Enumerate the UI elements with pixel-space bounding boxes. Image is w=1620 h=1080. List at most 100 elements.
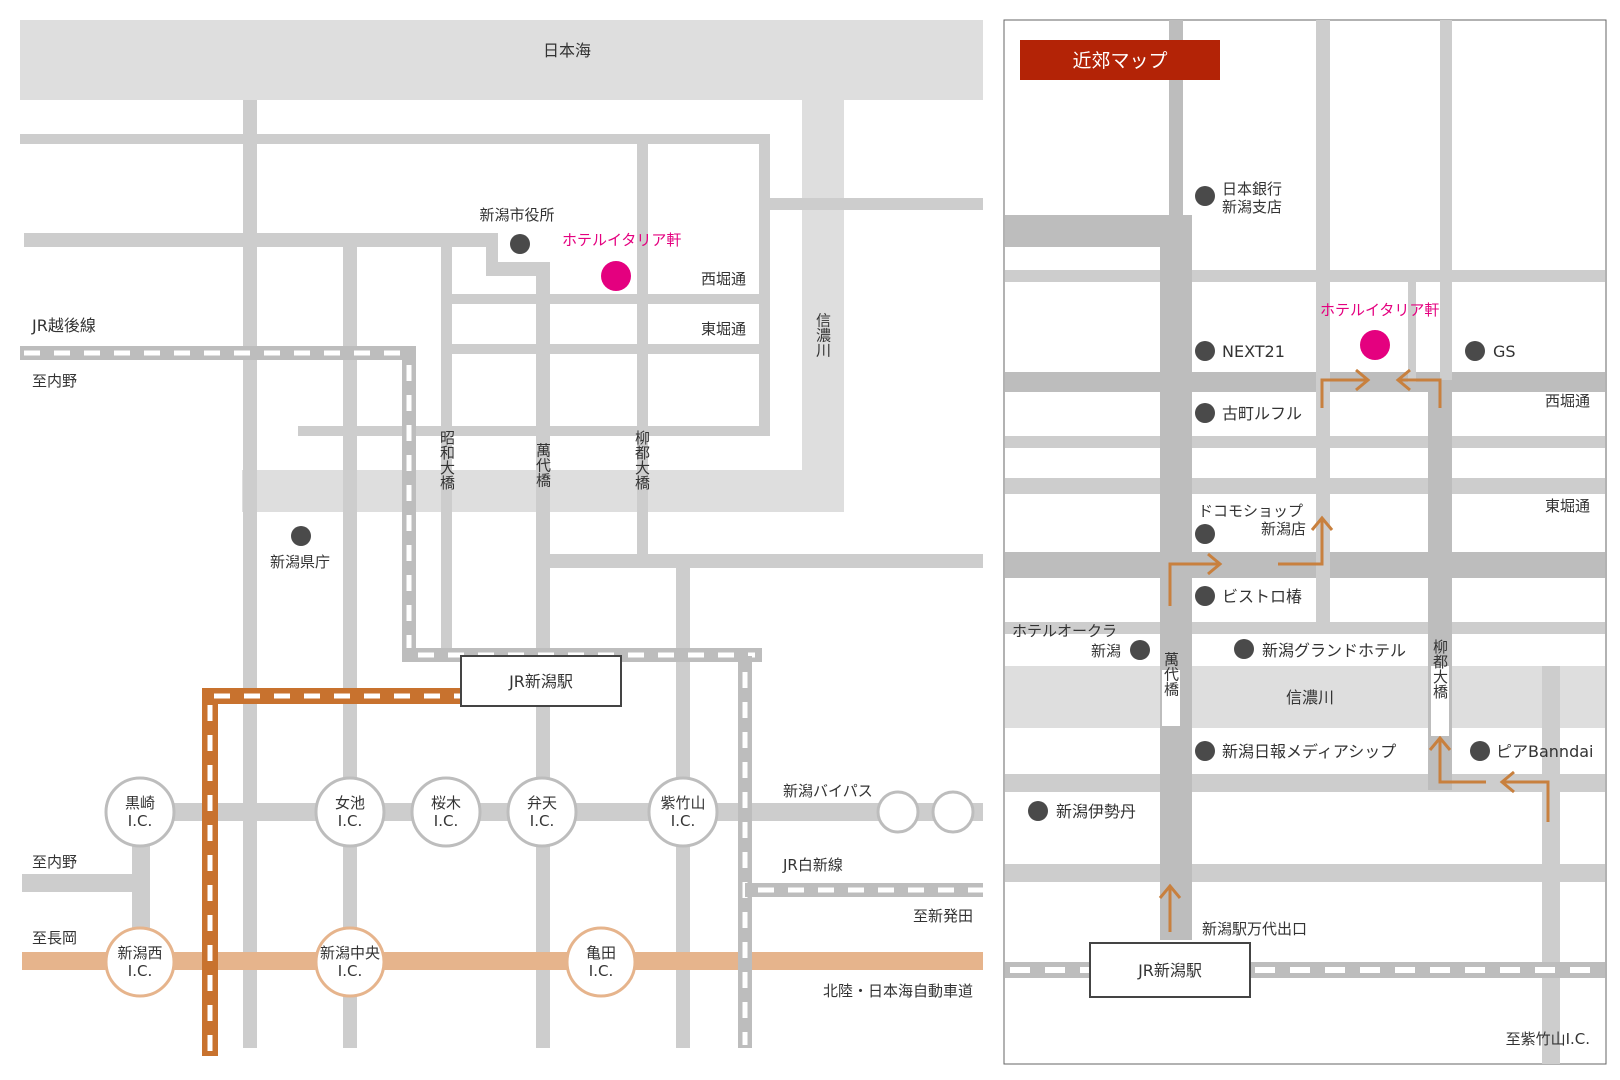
road	[22, 874, 150, 892]
svg-text:萬代橋: 萬代橋	[1162, 652, 1180, 697]
road	[1005, 215, 1190, 247]
to-shibata-label: 至新発田	[913, 907, 973, 925]
nearby-river-label: 信濃川	[1286, 688, 1334, 707]
sea-label: 日本海	[543, 41, 591, 60]
road	[486, 233, 498, 268]
ic-kameda: 亀田 I.C.	[565, 926, 637, 998]
road	[1542, 666, 1560, 1064]
ic-shichikuyama: 紫竹山 I.C.	[647, 776, 719, 848]
nearby-map: JR新潟駅 近郊マップ ホテルイタリア軒	[1003, 19, 1607, 1065]
station-label: JR新潟駅	[508, 672, 573, 691]
svg-text:I.C.: I.C.	[128, 962, 152, 980]
svg-text:紫竹山: 紫竹山	[660, 794, 705, 812]
road	[536, 554, 983, 568]
ic-niigata-nishi: 新潟西 I.C.	[104, 926, 176, 998]
road	[441, 240, 452, 660]
road	[1005, 622, 1605, 634]
ic-meike: 女池 I.C.	[314, 776, 386, 848]
svg-text:I.C.: I.C.	[589, 962, 613, 980]
rail-orange-line	[202, 688, 467, 1056]
svg-text:I.C.: I.C.	[434, 812, 458, 830]
nearby-river	[1005, 666, 1605, 728]
echigo-line-label: JR越後線	[31, 316, 96, 335]
to-uchino-label-2: 至内野	[32, 853, 77, 871]
svg-text:新潟中央: 新潟中央	[320, 944, 380, 962]
road	[1440, 20, 1452, 380]
grand-hotel-label: 新潟グランドホテル	[1262, 641, 1406, 660]
boj-label: 日本銀行	[1222, 180, 1282, 198]
hakushin-line-label: JR白新線	[782, 856, 843, 874]
landmark-markers	[1028, 186, 1490, 821]
road	[1005, 774, 1605, 792]
road	[448, 294, 770, 304]
road	[1316, 20, 1330, 634]
road	[1005, 436, 1605, 448]
svg-text:I.C.: I.C.	[338, 962, 362, 980]
showa-bridge-label: 昭和大橋	[438, 430, 456, 490]
svg-text:I.C.: I.C.	[338, 812, 362, 830]
river-vertical	[802, 100, 844, 512]
bistro-label: ビストロ椿	[1222, 587, 1302, 606]
svg-text:弁天: 弁天	[527, 794, 557, 812]
nearby-yanagito-label-box: 柳都大橋	[1431, 639, 1449, 736]
river-label: 信濃川	[814, 313, 832, 358]
station-box	[460, 655, 622, 707]
exit-label: 新潟駅万代出口	[1202, 920, 1307, 938]
nippo-label: 新潟日報メディアシップ	[1222, 742, 1396, 761]
ic-kurosaki: 黒崎 I.C.	[104, 776, 176, 848]
nearby-title: 近郊マップ	[1072, 50, 1167, 72]
nearby-bandai-label-box: 萬代橋	[1162, 652, 1180, 726]
sea-area	[20, 20, 983, 100]
okura-label: ホテルオークラ	[1012, 622, 1117, 640]
docomo-label: ドコモショップ	[1198, 502, 1303, 520]
svg-text:新潟西: 新潟西	[117, 944, 162, 962]
road	[1005, 372, 1605, 392]
bypass-label: 新潟バイパス	[783, 782, 873, 800]
svg-text:I.C.: I.C.	[671, 812, 695, 830]
road	[1005, 864, 1605, 882]
svg-text:黒崎: 黒崎	[125, 794, 155, 812]
bandai-avenue	[1160, 215, 1192, 940]
docomo-label-2: 新潟店	[1261, 520, 1306, 538]
gs-label: GS	[1493, 342, 1516, 361]
higashibori-label: 東堀通	[701, 320, 746, 338]
ic-sakuragi: 桜木 I.C.	[410, 776, 482, 848]
svg-text:I.C.: I.C.	[128, 812, 152, 830]
prefecture-label: 新潟県庁	[270, 553, 330, 571]
city-hall-label: 新潟市役所	[479, 206, 554, 224]
hotel-label[interactable]: ホテルイタリア軒	[562, 231, 681, 249]
nearby-frame	[1003, 19, 1607, 1065]
nearby-hotel-marker[interactable]	[1360, 330, 1390, 360]
rail-hakushin-line	[738, 656, 983, 1048]
svg-text:女池: 女池	[335, 794, 365, 812]
road	[298, 426, 770, 436]
okura-label-2: 新潟	[1091, 642, 1121, 660]
road	[1005, 270, 1605, 282]
bypass-ic-circle	[931, 790, 975, 834]
overview-map: JR新潟駅 黒崎 I.C. 女池 I.C. 桜木 I.C. 弁天 I.C.	[20, 20, 983, 1056]
road	[24, 233, 492, 247]
yanagito-bridge-label: 柳都大橋	[633, 430, 651, 490]
road	[1408, 282, 1416, 382]
nearby-nishibori-label: 西堀通	[1545, 392, 1590, 410]
nishibori-label: 西堀通	[701, 270, 746, 288]
hotel-marker[interactable]	[601, 261, 631, 291]
pia-label: ピアBanndai	[1496, 742, 1593, 761]
expressway-label: 北陸・日本海自動車道	[823, 982, 973, 1000]
ic-benten: 弁天 I.C.	[506, 776, 578, 848]
bypass-ic-circle	[876, 790, 920, 834]
nearby-station-label: JR新潟駅	[1137, 961, 1202, 980]
road	[132, 812, 150, 962]
nearby-hotel-label[interactable]: ホテルイタリア軒	[1320, 301, 1439, 319]
to-shichikuyama-label: 至紫竹山I.C.	[1506, 1030, 1590, 1048]
svg-text:柳都大橋: 柳都大橋	[1431, 639, 1449, 699]
nearby-station-box	[1089, 942, 1251, 998]
road	[770, 198, 983, 210]
bandai-bridge-label: 萬代橋	[534, 443, 552, 488]
to-uchino-label: 至内野	[32, 372, 77, 390]
ic-niigata-chuo: 新潟中央 I.C.	[314, 926, 386, 998]
next21-label: NEXT21	[1222, 342, 1285, 361]
furumachi-label: 古町ルフル	[1222, 404, 1302, 423]
road	[486, 262, 550, 276]
